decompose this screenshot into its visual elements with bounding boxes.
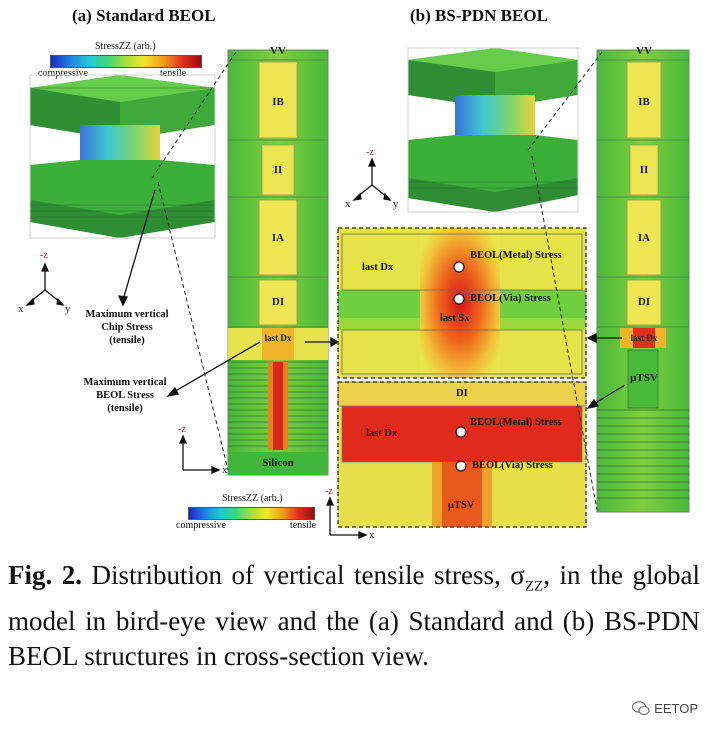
axes-b-triad — [352, 157, 392, 201]
panel-b-title: (b) BS-PDN BEOL — [410, 6, 548, 25]
colorbar-bottom-right: tensile — [290, 520, 317, 531]
col-b-di: DI — [637, 296, 651, 308]
panel-a-arrows — [117, 189, 340, 398]
col-a-ia: IA — [271, 232, 285, 244]
col-b-utsv: μTSV — [630, 372, 658, 384]
panel-b-arrows — [586, 332, 626, 409]
col-b-ib: IB — [638, 96, 650, 108]
panel-b-3d-view — [407, 47, 579, 213]
axes-2d-a — [179, 434, 221, 474]
panel-b-column — [596, 49, 690, 513]
col-a-vv: VV — [270, 45, 286, 57]
axis-2d-b-z: -z — [325, 486, 333, 497]
watermark: EETOP — [632, 701, 698, 716]
panel-a-dashed-leaders — [151, 51, 237, 471]
caption-text: Distribution of vertical tensile stress,… — [82, 560, 525, 590]
panel-a-column — [227, 49, 329, 476]
col-a-ii: II — [273, 164, 283, 176]
panel-a-3d-view — [29, 74, 216, 239]
zoom-top — [337, 227, 587, 379]
col-a-lastdx: last Dx — [264, 333, 292, 343]
zoom-bottom — [337, 381, 587, 528]
caption-sub: ZZ — [524, 578, 544, 595]
colorbar-top — [50, 55, 202, 68]
col-b-vv: VV — [636, 45, 652, 57]
figure-graphic — [25, 47, 690, 539]
axis-a-y: y — [65, 303, 71, 315]
col-a-silicon: Silicon — [262, 457, 294, 469]
axes-2d-b — [326, 496, 368, 539]
col-b-ii: II — [639, 164, 649, 176]
panel-b-dashed-leaders — [527, 51, 603, 511]
col-b-lastdx: last Dx — [630, 333, 658, 343]
watermark-text: EETOP — [654, 701, 698, 716]
colorbar-bottom — [188, 507, 315, 520]
col-a-ib: IB — [272, 96, 284, 108]
colorbar-top-right: tensile — [160, 68, 187, 79]
zoom-bottom-metal: BEOL(Metal) Stress — [470, 417, 562, 428]
annotation-beol-stress-text: Maximum vertical BEOL Stress (tensile) — [83, 377, 167, 414]
axis-2d-b-x: x — [369, 529, 375, 541]
zoom-top-metal: BEOL(Metal) Stress — [470, 250, 562, 261]
figure-caption: Fig. 2. Distribution of vertical tensile… — [8, 558, 700, 674]
panel-a-title: (a) Standard BEOL — [72, 6, 216, 25]
axis-b-z: -z — [366, 147, 374, 158]
annotation-beol-stress: Maximum vertical BEOL Stress (tensile) — [70, 376, 180, 415]
axis-b-y: y — [393, 198, 399, 210]
zoom-bottom-utsv: μTSV — [448, 500, 475, 511]
axes-a-triad — [25, 262, 65, 306]
zoom-top-lastsx: last Sx — [440, 313, 470, 324]
colorbar-bottom-title: StressZZ (arb.) — [222, 493, 283, 504]
caption-text-2: , in the global model in bird-eye view a… — [8, 560, 700, 672]
colorbar-top-title: StressZZ (arb.) — [95, 41, 156, 52]
axis-b-x: x — [345, 198, 351, 210]
caption-label: Fig. 2. — [8, 560, 83, 590]
col-a-di: DI — [271, 296, 285, 308]
zoom-bottom-di: DI — [456, 388, 468, 399]
colorbar-top-left: compressive — [38, 68, 88, 79]
zoom-top-lastdx: last Dx — [362, 262, 394, 273]
axis-2d-a-z: -z — [178, 424, 186, 435]
wechat-icon — [632, 701, 650, 716]
col-b-ia: IA — [637, 232, 651, 244]
axis-2d-a-x: x — [222, 464, 228, 476]
zoom-top-via: BEOL(Via) Stress — [470, 293, 551, 304]
zoom-bottom-via: BEOL(Via) Stress — [472, 460, 553, 471]
annotation-chip-stress-text: Maximum vertical Chip Stress (tensile) — [85, 309, 169, 346]
axis-a-x: x — [18, 303, 24, 315]
annotation-chip-stress: Maximum vertical Chip Stress (tensile) — [72, 308, 182, 347]
zoom-bottom-lastdx: last Dx — [366, 428, 398, 439]
axis-a-z: -z — [40, 250, 48, 261]
colorbar-bottom-left: compressive — [176, 520, 226, 531]
